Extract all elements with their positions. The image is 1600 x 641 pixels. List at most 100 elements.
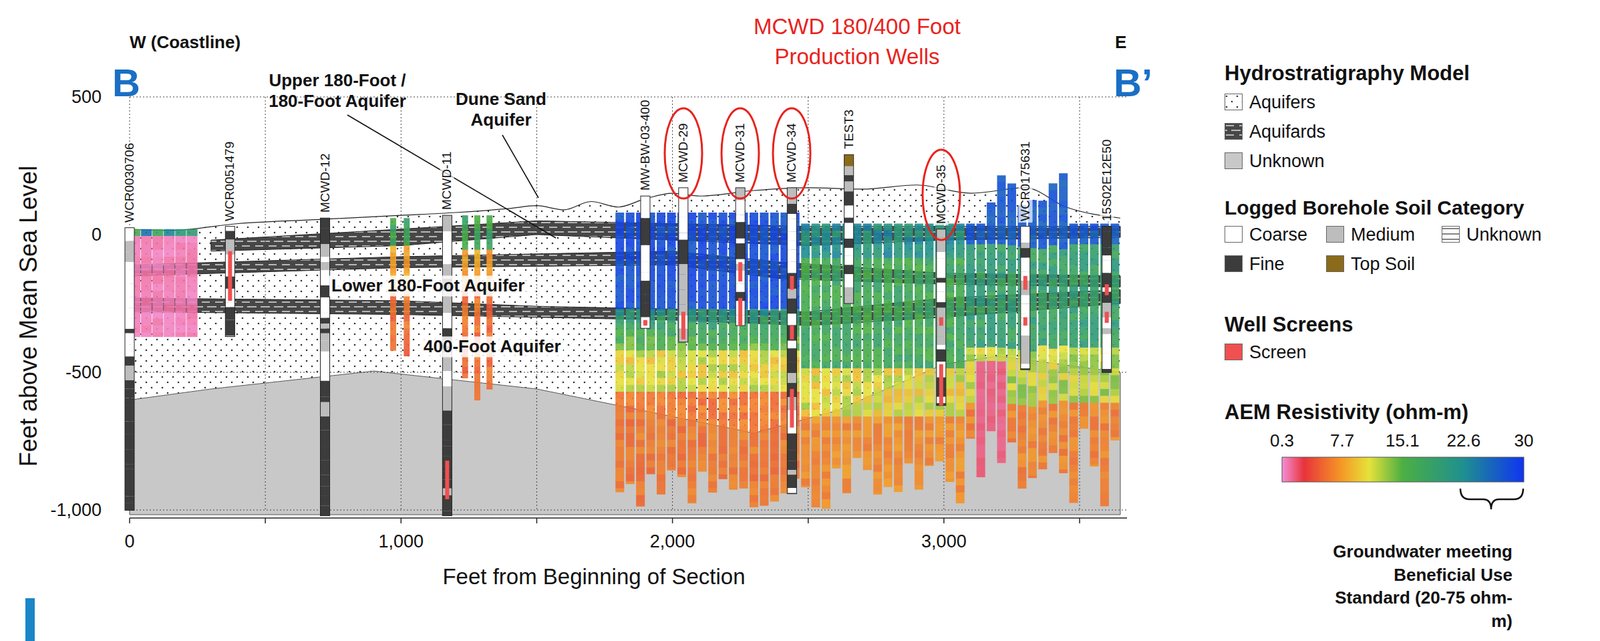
aem-cell <box>698 212 707 220</box>
aem-cell <box>832 257 842 266</box>
aem-cell <box>811 340 821 349</box>
aem-cell <box>832 347 842 355</box>
aem-cell <box>462 366 469 375</box>
aem-cell <box>1007 203 1017 212</box>
aem-cell <box>1058 434 1068 443</box>
aem-cell <box>687 274 697 282</box>
aem-cell <box>883 374 893 383</box>
aem-cell <box>863 361 872 369</box>
aem-cell <box>687 466 697 475</box>
aem-cell <box>1017 370 1027 379</box>
aem-cell <box>390 252 397 260</box>
aem-cell <box>1069 478 1079 486</box>
aem-cell <box>625 343 635 351</box>
aem-cell <box>1038 400 1047 408</box>
aem-cell <box>718 336 728 345</box>
aem-cell <box>1028 454 1037 463</box>
aem-cell <box>842 422 852 431</box>
aem-cell <box>728 466 738 475</box>
aem-cell <box>924 278 934 286</box>
aem-cell <box>635 405 645 413</box>
aem-cell <box>955 499 965 504</box>
aem-cell <box>997 374 1007 383</box>
aem-cell <box>390 321 397 329</box>
aem-cell <box>656 446 666 455</box>
aem-cell <box>474 235 481 244</box>
aem-cell <box>656 247 666 255</box>
gridlines <box>129 96 1128 510</box>
aem-cell <box>677 439 687 447</box>
aem-cell <box>976 443 986 451</box>
aem-cell <box>625 322 635 331</box>
aem-cell <box>1048 286 1058 294</box>
aem-cell <box>966 333 975 341</box>
aem-cell <box>914 278 924 286</box>
aem-cell <box>390 307 397 315</box>
aem-cell <box>904 340 914 349</box>
aem-cell <box>708 233 717 241</box>
aem-cell <box>625 253 635 262</box>
aem-cell <box>749 350 759 358</box>
aem-cell <box>677 426 687 434</box>
aem-cell <box>883 333 893 341</box>
aem-cell <box>893 326 903 335</box>
aem-cell <box>1058 400 1068 408</box>
aem-cell <box>635 446 645 455</box>
aem-cell <box>1007 293 1017 301</box>
aem-cell <box>924 257 934 266</box>
aem-cell <box>832 271 842 280</box>
aem-cell <box>635 391 645 399</box>
aem-cell <box>770 460 779 468</box>
aem-cell <box>821 430 831 438</box>
aem-cell <box>718 405 728 413</box>
aem-cell <box>666 295 676 303</box>
aem-cell <box>924 243 934 252</box>
aem-cell <box>914 354 924 362</box>
aem-cell <box>708 364 717 372</box>
aem-cell <box>625 315 635 324</box>
aem-cell <box>1038 214 1047 222</box>
aem-cell <box>852 223 862 232</box>
aem-cell <box>976 430 986 438</box>
aem-cell <box>1079 257 1089 266</box>
aem-cell <box>666 391 676 399</box>
aem-cell <box>863 313 872 321</box>
aem-cell <box>656 453 666 461</box>
aem-cell <box>852 402 862 411</box>
aem-cell <box>1048 197 1058 205</box>
aem-cell <box>140 263 152 271</box>
aem-cell <box>966 354 975 362</box>
aem-cell <box>1017 384 1027 392</box>
aem-cell <box>656 426 666 434</box>
aem-cell <box>811 264 821 272</box>
aem-cell <box>1058 228 1068 236</box>
aem-cell <box>997 354 1007 362</box>
aem-cell <box>390 245 397 253</box>
aem-cell <box>842 326 852 335</box>
aem-cell <box>821 292 831 300</box>
aem-cell <box>966 292 975 300</box>
aem-cell <box>656 364 666 372</box>
aem-cell <box>615 287 624 296</box>
aem-cell <box>749 233 759 241</box>
aem-cell <box>708 384 717 393</box>
aem-cell <box>759 350 769 358</box>
aem-cell <box>1048 203 1058 212</box>
aem-cell <box>656 391 666 399</box>
aem-cell <box>770 226 779 234</box>
aem-cell <box>821 457 831 465</box>
aem-cell <box>152 277 164 285</box>
aem-cell <box>997 457 1007 463</box>
aem-cell <box>1038 297 1047 305</box>
aem-cell <box>687 267 697 275</box>
aem-cell <box>770 377 779 385</box>
aem-cell <box>186 235 198 244</box>
aem-cell <box>646 329 656 337</box>
aem-cell <box>687 398 697 406</box>
aem-cell <box>759 322 769 331</box>
aem-cell <box>955 243 965 252</box>
aem-cell <box>893 450 903 459</box>
aem-cell <box>821 436 831 445</box>
aem-cell <box>1007 245 1017 253</box>
aem-cell <box>759 405 769 413</box>
